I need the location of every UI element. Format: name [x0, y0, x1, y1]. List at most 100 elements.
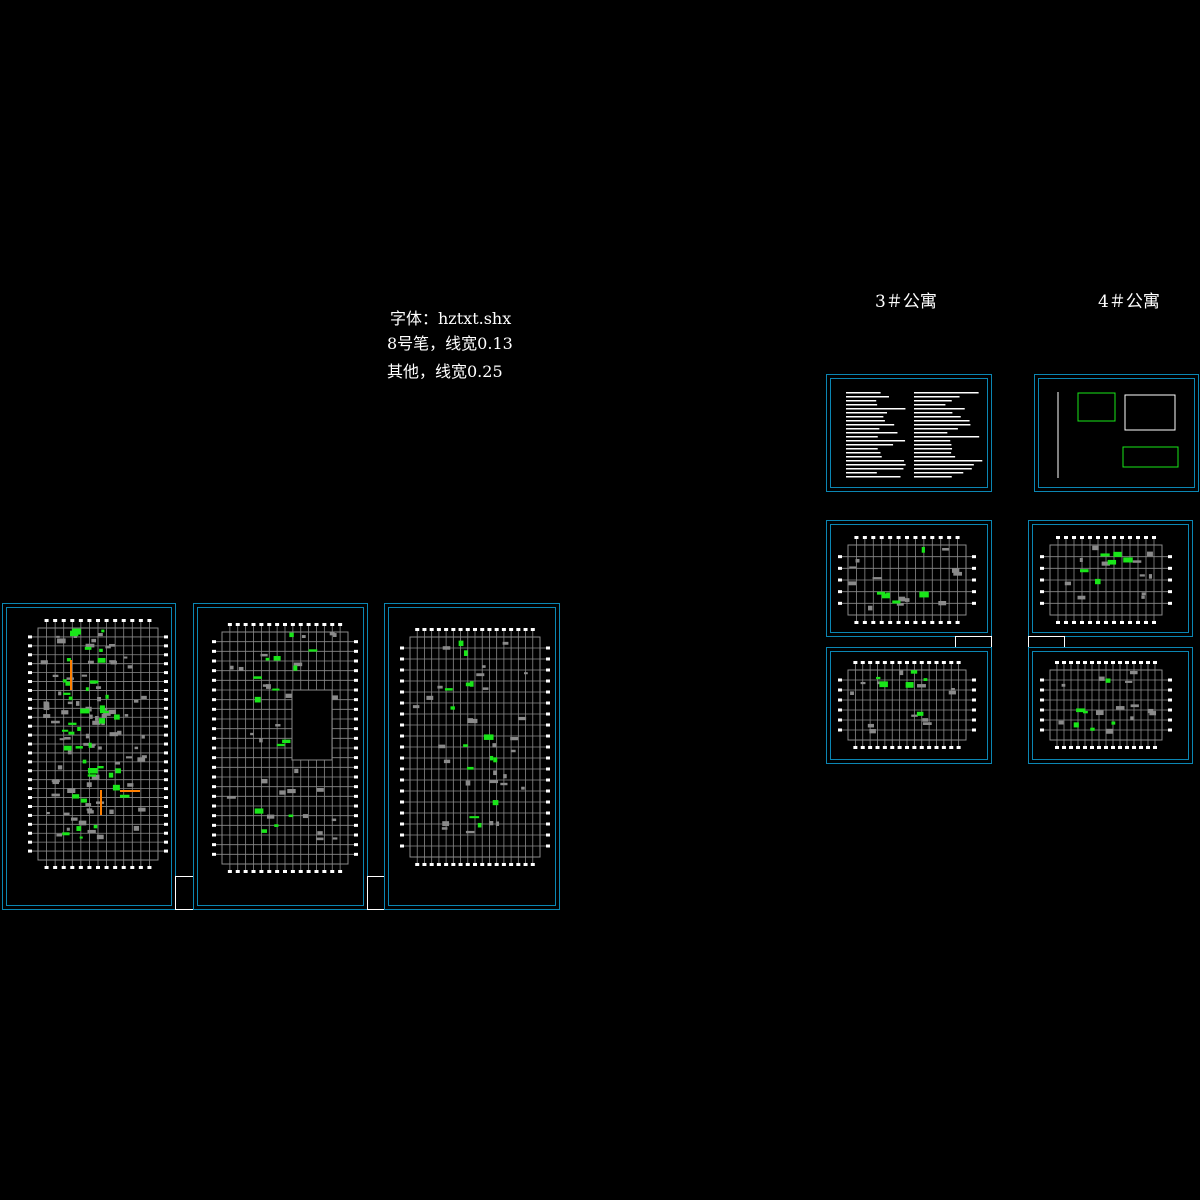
plan-4b-axis-tag — [1076, 746, 1080, 749]
sheet-4-system[interactable] — [1034, 374, 1199, 492]
plan-3-axis-tag — [546, 646, 550, 650]
plan-4b-axis-tag — [1125, 746, 1129, 749]
plan-1-room — [141, 755, 147, 759]
plan-3a-axis-tag — [938, 621, 943, 624]
sheet-plan-2[interactable] — [193, 603, 368, 910]
plan-1-axis-tag — [28, 778, 32, 782]
plan-3a-axis-tag — [888, 621, 893, 624]
plan-2-axis-tag — [354, 649, 358, 653]
sheet-3-plan-a[interactable] — [826, 520, 992, 637]
plan-4b-axis-tag — [1040, 708, 1044, 712]
plan-2-axis-tag — [212, 746, 216, 750]
plan-2-room — [275, 724, 281, 727]
plan-2-room — [332, 837, 338, 840]
plan-3-axis-tag — [530, 628, 535, 631]
plan-1-room — [108, 709, 116, 715]
plan-1-room — [83, 742, 91, 746]
plan-1-equipment — [99, 648, 103, 652]
plan-1-axis-tag — [113, 866, 118, 869]
plan-3b-equipment — [923, 678, 928, 681]
sheet-3-notes[interactable] — [826, 374, 992, 492]
plan-4a-axis-tag — [1128, 621, 1132, 624]
plan-1-axis-tag — [28, 813, 32, 817]
plan-2-axis-tag — [290, 623, 295, 626]
plan-3-axis-tag — [494, 628, 499, 631]
plan-4a-axis-tag — [1080, 536, 1084, 539]
plan-1-axis-tag — [104, 866, 109, 869]
plan-2-axis-tag — [354, 640, 358, 644]
plan-1-equipment — [66, 658, 71, 662]
plan-3-room — [469, 718, 478, 724]
sheet-plan-1[interactable] — [2, 603, 176, 910]
plan-3b-axis-tag — [853, 746, 858, 749]
plan-1-room — [64, 736, 71, 740]
plan-4a-axis-tag — [1040, 601, 1044, 605]
plan-3-axis-tag — [465, 628, 470, 631]
plan-4a-axis-tag — [1168, 601, 1172, 605]
plan-1-axis-tag — [61, 866, 66, 869]
notes-text-line — [846, 392, 881, 394]
plan-1-axis-tag — [121, 619, 126, 622]
plan-4b-axis-tag — [1146, 661, 1150, 664]
notes-text-line — [846, 420, 885, 422]
sheet-4-plan-a[interactable] — [1028, 520, 1193, 637]
notes-text-line — [846, 448, 878, 450]
plan-2-axis-tag — [267, 623, 272, 626]
plan-1-axis-tag — [53, 866, 58, 869]
plan-4b-room — [1115, 706, 1125, 710]
plan-1-axis-tag — [53, 619, 58, 622]
notes-text-line — [914, 428, 958, 430]
plan-4a-room — [1092, 545, 1099, 551]
sheet-plan-3[interactable] — [384, 603, 560, 910]
plan-3b-axis-tag — [860, 661, 865, 664]
plan-3b-room — [850, 691, 854, 695]
plan-4a-axis-tag — [1128, 536, 1132, 539]
sheet-3-plan-b[interactable] — [826, 647, 992, 764]
plan-1-axis-tag — [164, 804, 168, 808]
plan-2-axis-tag — [354, 707, 358, 711]
plan-4b-room — [1129, 670, 1138, 675]
plan-3-axis-tag — [458, 863, 463, 866]
plan-1-room — [95, 686, 102, 689]
plan-1-room — [141, 695, 147, 700]
plan-3-axis-tag — [546, 734, 550, 738]
plan-2-room — [287, 788, 296, 794]
plan-4a-axis-tag — [1040, 590, 1044, 594]
plan-3-axis-tag — [480, 628, 485, 631]
notes-text-line — [846, 428, 880, 430]
plan-1-axis-tag — [28, 849, 32, 853]
plan-3b-axis-tag — [838, 698, 842, 702]
notes-text-line — [914, 464, 974, 466]
plan-1-room — [91, 638, 97, 643]
plan-2-axis-tag — [259, 870, 264, 873]
notes-text-line — [914, 408, 965, 410]
plan-1-room — [75, 701, 80, 706]
plan-3a-room — [951, 568, 960, 573]
plan-4b-axis-tag — [1168, 718, 1172, 722]
plan-1-axis-tag — [164, 813, 168, 817]
plan-2-axis-tag — [298, 870, 303, 873]
plan-1-room — [109, 660, 117, 663]
plan-3-room — [441, 827, 448, 830]
plan-4a-room — [1139, 574, 1145, 577]
plan-3b-room — [911, 714, 918, 717]
plan-3a-room — [868, 605, 873, 611]
plan-4b-equipment — [1111, 721, 1116, 725]
plan-2-axis-tag — [212, 717, 216, 721]
plan-3-equipment — [463, 650, 468, 656]
plan-1-room — [92, 720, 101, 725]
plan-4b-room — [1147, 708, 1154, 714]
plan-2-axis-tag — [354, 727, 358, 731]
plan-1-equipment — [97, 657, 106, 663]
plan-3-axis-tag — [400, 646, 404, 650]
plan-3a-axis-tag — [955, 621, 960, 624]
plan-3-axis-tag — [516, 863, 521, 866]
plan-3a-axis-tag — [896, 536, 901, 539]
plan-1-axis-tag — [164, 706, 168, 710]
plan-1-axis-tag — [28, 644, 32, 648]
sheet-4-plan-b[interactable] — [1028, 647, 1193, 764]
plan-2-room — [302, 814, 309, 819]
plan-1-axis-tag — [164, 653, 168, 657]
plan-1-room — [90, 745, 95, 748]
plan-2-room — [260, 653, 268, 657]
